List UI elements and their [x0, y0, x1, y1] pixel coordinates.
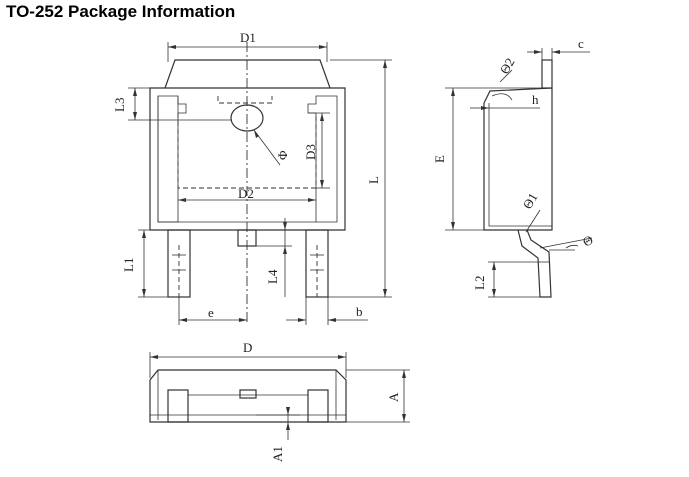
label-e: e	[208, 305, 214, 320]
top-view: D1 D2 D3 L3 Φ L	[112, 30, 392, 325]
label-A1: A1	[270, 446, 285, 462]
front-lead-left	[167, 389, 189, 423]
side-view: c Θ2 h E Θ1 Θ L2	[432, 36, 596, 298]
front-body-outline	[149, 369, 347, 423]
front-view: D A A1	[149, 340, 410, 462]
label-D3: D3	[303, 144, 318, 160]
front-lead-center	[239, 389, 257, 399]
label-L3: L3	[112, 98, 127, 112]
label-A: A	[386, 392, 401, 402]
label-h: h	[532, 92, 539, 107]
label-D2: D2	[238, 186, 254, 201]
side-tab	[541, 59, 553, 89]
front-lead-right	[307, 389, 329, 423]
page-title: TO-252 Package Information	[6, 2, 236, 21]
label-theta1: Θ1	[520, 190, 541, 211]
label-theta2: Θ2	[497, 55, 518, 76]
label-L1: L1	[121, 258, 136, 272]
label-L2: L2	[472, 276, 487, 290]
label-L4: L4	[265, 269, 280, 284]
body-inner-outline	[157, 95, 187, 223]
tab-outline	[164, 59, 331, 89]
label-c: c	[578, 36, 584, 51]
side-lead	[517, 229, 552, 298]
body-outline	[149, 87, 346, 231]
side-body-outline	[483, 87, 553, 231]
label-E: E	[432, 155, 447, 163]
label-theta: Θ	[580, 232, 596, 250]
label-L: L	[366, 176, 381, 184]
lead-center	[237, 229, 257, 247]
label-b: b	[356, 304, 363, 319]
label-phi: Φ	[275, 150, 290, 160]
label-D1: D1	[240, 30, 256, 45]
label-D: D	[243, 340, 252, 355]
